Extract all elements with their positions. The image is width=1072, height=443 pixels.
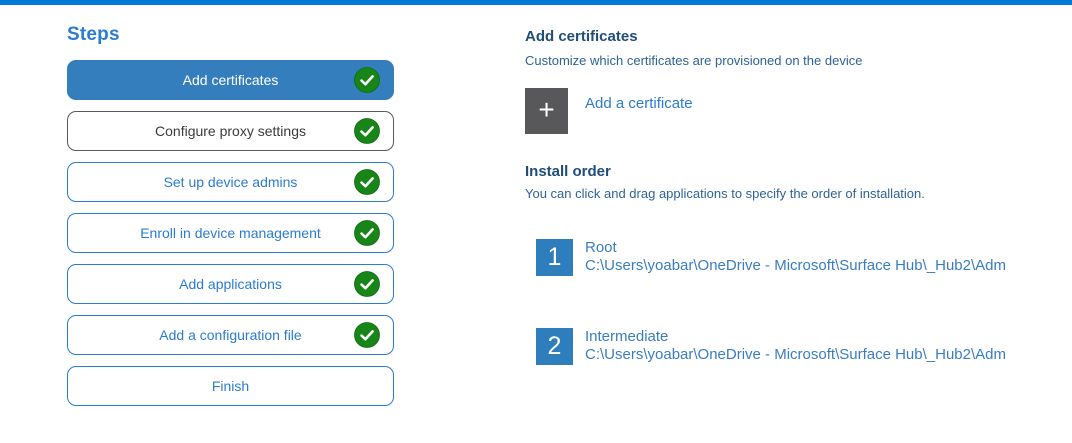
step-add-certificates[interactable]: Add certificates: [67, 60, 394, 100]
panel-subtitle: Customize which certificates are provisi…: [525, 53, 863, 68]
check-icon: [354, 271, 380, 297]
step-label: Configure proxy settings: [155, 123, 306, 139]
order-number-badge: 1: [536, 239, 573, 276]
plus-icon[interactable]: +: [525, 88, 568, 134]
certificate-name: Intermediate: [585, 328, 669, 345]
certificate-path: C:\Users\yoabar\OneDrive - Microsoft\Sur…: [585, 346, 1006, 363]
step-add-applications[interactable]: Add applications: [67, 264, 394, 304]
step-label: Finish: [211, 378, 250, 394]
check-icon: [354, 169, 380, 195]
step-enroll-in-device-management[interactable]: Enroll in device management: [67, 213, 394, 253]
check-icon: [354, 67, 380, 93]
add-certificates-panel: Add certificates Customize which certifi…: [525, 28, 1072, 365]
add-certificate-button[interactable]: + Add a certificate: [525, 88, 1072, 134]
install-order-item-root[interactable]: 1 Root C:\Users\yoabar\OneDrive - Micros…: [536, 239, 1072, 276]
accent-top-bar: [0, 0, 1072, 5]
certificate-path: C:\Users\yoabar\OneDrive - Microsoft\Sur…: [585, 257, 1006, 274]
install-order-title: Install order: [525, 163, 611, 180]
step-add-a-configuration-file[interactable]: Add a configuration file: [67, 315, 394, 355]
order-item-text: Root C:\Users\yoabar\OneDrive - Microsof…: [585, 239, 1006, 275]
panel-title: Add certificates: [525, 28, 638, 45]
order-number-badge: 2: [536, 328, 573, 365]
steps-sidebar: Steps Add certificates Configure proxy s…: [67, 24, 394, 417]
step-label: Set up device admins: [163, 174, 298, 190]
check-icon: [354, 118, 380, 144]
check-icon: [354, 322, 380, 348]
install-order-item-intermediate[interactable]: 2 Intermediate C:\Users\yoabar\OneDrive …: [536, 328, 1072, 365]
certificate-name: Root: [585, 239, 617, 256]
order-item-text: Intermediate C:\Users\yoabar\OneDrive - …: [585, 328, 1006, 364]
step-label: Enroll in device management: [140, 225, 321, 241]
step-label: Add applications: [179, 276, 282, 292]
add-certificate-label: Add a certificate: [585, 95, 693, 112]
step-label: Add a configuration file: [159, 327, 302, 343]
check-icon: [354, 220, 380, 246]
step-configure-proxy-settings[interactable]: Configure proxy settings: [67, 111, 394, 151]
step-label: Add certificates: [182, 72, 279, 88]
steps-heading: Steps: [67, 24, 120, 45]
step-set-up-device-admins[interactable]: Set up device admins: [67, 162, 394, 202]
step-finish[interactable]: Finish: [67, 366, 394, 406]
install-order-subtitle: You can click and drag applications to s…: [525, 186, 925, 201]
